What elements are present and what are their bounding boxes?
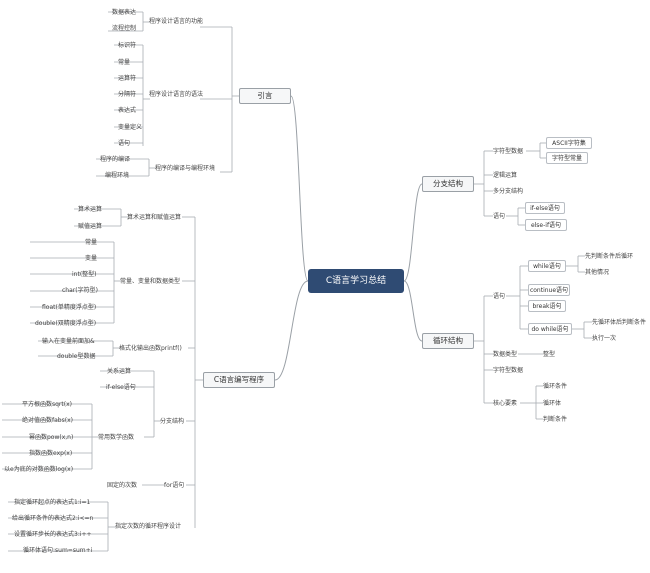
node-log[interactable]: 以e为底的对数函数log(x) bbox=[4, 466, 74, 473]
node-char-const[interactable]: 字符型常量 bbox=[546, 152, 588, 164]
node-t-char[interactable]: char(字符型) bbox=[62, 287, 98, 294]
node-multi-branch[interactable]: 多分支结构 bbox=[493, 188, 524, 195]
node-input-amp[interactable]: 输入在变量前面加& bbox=[42, 338, 95, 345]
node-dowhile-1[interactable]: 先循环体后判断条件 bbox=[592, 319, 647, 326]
node-relation[interactable]: 关系运算 bbox=[107, 368, 132, 375]
node-separator[interactable]: 分隔符 bbox=[118, 91, 137, 98]
connector-line bbox=[290, 95, 309, 282]
node-ifelse[interactable]: if-else语句 bbox=[106, 384, 136, 391]
node-identifier[interactable]: 标识符 bbox=[118, 42, 137, 49]
node-branch[interactable]: 分支结构 bbox=[160, 418, 185, 425]
node-t-int[interactable]: int(整型) bbox=[72, 271, 97, 278]
node-while[interactable]: while语句 bbox=[528, 260, 566, 272]
node-fixed-count[interactable]: 固定的次数 bbox=[107, 482, 138, 489]
node-expression[interactable]: 表达式 bbox=[118, 107, 137, 114]
node-if-else[interactable]: if-else语句 bbox=[525, 202, 565, 214]
node-compile[interactable]: 程序的编译 bbox=[100, 156, 131, 163]
node-compile-env[interactable]: 程序的编译与编程环境 bbox=[155, 165, 216, 172]
node-data-types[interactable]: 常量、变量和数据类型 bbox=[120, 278, 181, 285]
node-for-stmt[interactable]: for语句 bbox=[164, 482, 185, 489]
node-constant[interactable]: 常量 bbox=[118, 59, 131, 66]
node-do-while[interactable]: do while语句 bbox=[528, 323, 572, 335]
node-loop-body[interactable]: 循环体语句:sum=sum+i bbox=[23, 547, 93, 554]
node-while-1[interactable]: 先判断条件后循环 bbox=[585, 253, 634, 260]
node-statement[interactable]: 语句 bbox=[118, 140, 131, 147]
node-exp[interactable]: 指数函数exp(x) bbox=[29, 450, 73, 457]
node-logic-op[interactable]: 逻辑运算 bbox=[493, 172, 518, 179]
node-c-programming[interactable]: C语言编写程序 bbox=[203, 372, 275, 388]
node-operator[interactable]: 运算符 bbox=[118, 75, 137, 82]
node-dowhile-2[interactable]: 执行一次 bbox=[592, 335, 617, 342]
node-lang-syntax[interactable]: 程序设计语言的语法 bbox=[149, 91, 204, 98]
node-core[interactable]: 核心要素 bbox=[493, 400, 518, 407]
node-intro[interactable]: 引言 bbox=[239, 88, 291, 104]
node-data-type[interactable]: 数据类型 bbox=[493, 351, 518, 358]
node-branch-stmt[interactable]: 语句 bbox=[493, 213, 506, 220]
node-arith-op[interactable]: 算术运算 bbox=[78, 206, 103, 213]
node-loop-structure[interactable]: 循环结构 bbox=[422, 333, 474, 349]
node-continue[interactable]: continue语句 bbox=[528, 284, 570, 296]
node-char-data[interactable]: 字符型数据 bbox=[493, 148, 524, 155]
node-int-type[interactable]: 整型 bbox=[543, 351, 556, 358]
node-break[interactable]: break语句 bbox=[528, 300, 566, 312]
connector-line bbox=[403, 280, 423, 342]
node-while-2[interactable]: 其他情况 bbox=[585, 269, 610, 276]
node-loop-cond[interactable]: 给出循环条件的表达式2:i<=n bbox=[12, 515, 94, 522]
node-double-data[interactable]: double型数据 bbox=[57, 353, 96, 360]
node-env[interactable]: 编程环境 bbox=[105, 172, 130, 179]
node-fabs[interactable]: 绝对值函数fabs(x) bbox=[22, 417, 73, 424]
node-ascii[interactable]: ASCII字符集 bbox=[546, 137, 592, 149]
node-core-2[interactable]: 循环体 bbox=[543, 400, 562, 407]
node-t-double[interactable]: double(双精度浮点型) bbox=[35, 320, 97, 327]
node-arith-assign[interactable]: 算术运算和赋值运算 bbox=[127, 214, 182, 221]
node-loop-init[interactable]: 指定循环起点的表达式1:i=1 bbox=[14, 499, 91, 506]
node-data-expression[interactable]: 数据表达 bbox=[112, 9, 137, 16]
node-core-3[interactable]: 判断条件 bbox=[543, 416, 568, 423]
node-else-if[interactable]: else-if语句 bbox=[525, 219, 567, 231]
node-loop-design[interactable]: 指定次数的循环程序设计 bbox=[115, 523, 182, 530]
node-char-type[interactable]: 字符型数据 bbox=[493, 367, 524, 374]
node-lang-function[interactable]: 程序设计语言的功能 bbox=[149, 18, 204, 25]
node-flow-control[interactable]: 流程控制 bbox=[112, 25, 137, 32]
node-printf[interactable]: 格式化输出函数printf() bbox=[119, 345, 182, 352]
node-t-const[interactable]: 常量 bbox=[85, 239, 98, 246]
node-t-var[interactable]: 变量 bbox=[85, 255, 98, 262]
node-loop-stmt[interactable]: 语句 bbox=[493, 293, 506, 300]
node-t-float[interactable]: float(单精度浮点型) bbox=[42, 304, 97, 311]
node-math-fn[interactable]: 常用数学函数 bbox=[98, 434, 135, 441]
node-loop-step[interactable]: 设置循环步长的表达式3:i++ bbox=[14, 531, 92, 538]
root-node[interactable]: C语言学习总结 bbox=[308, 269, 404, 293]
node-branch-structure[interactable]: 分支结构 bbox=[422, 176, 474, 192]
connector-line bbox=[403, 183, 423, 282]
node-assign-op[interactable]: 赋值运算 bbox=[78, 223, 103, 230]
node-core-1[interactable]: 循环条件 bbox=[543, 383, 568, 390]
node-pow[interactable]: 幂函数pow(x,n) bbox=[29, 434, 74, 441]
node-var-definition[interactable]: 变量定义 bbox=[118, 124, 143, 131]
node-sqrt[interactable]: 平方根函数sqrt(x) bbox=[22, 401, 72, 408]
connector-line bbox=[274, 280, 309, 381]
